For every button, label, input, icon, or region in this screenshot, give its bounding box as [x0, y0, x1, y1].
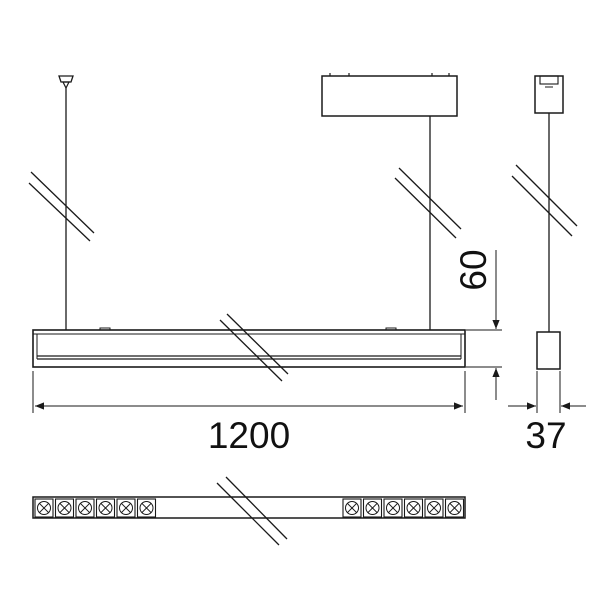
side-ceiling-anchor [534, 75, 564, 114]
dimension-height-label: 60 [453, 249, 494, 290]
driver-box [321, 75, 458, 117]
led-module [444, 498, 465, 518]
led-module [362, 498, 383, 518]
side-profile [536, 331, 561, 370]
led-module [95, 498, 116, 518]
front-view [28, 73, 502, 413]
right-suspension [321, 73, 462, 330]
led-module [424, 498, 444, 518]
dimension-depth [508, 371, 586, 413]
dimension-depth-label: 37 [525, 415, 566, 456]
led-array [34, 498, 465, 518]
led-module [75, 498, 95, 518]
led-module [383, 498, 403, 518]
led-module [342, 498, 362, 518]
dimension-height [466, 250, 502, 400]
bottom-view [32, 476, 466, 546]
left-suspension [28, 75, 95, 330]
led-module [403, 498, 424, 518]
led-module [136, 498, 157, 518]
led-module [34, 498, 54, 518]
led-module [54, 498, 75, 518]
luminaire-body [32, 313, 466, 382]
side-view [508, 75, 586, 413]
dimension-length [32, 371, 466, 413]
dimension-length-label: 1200 [208, 415, 290, 456]
led-module [116, 498, 136, 518]
